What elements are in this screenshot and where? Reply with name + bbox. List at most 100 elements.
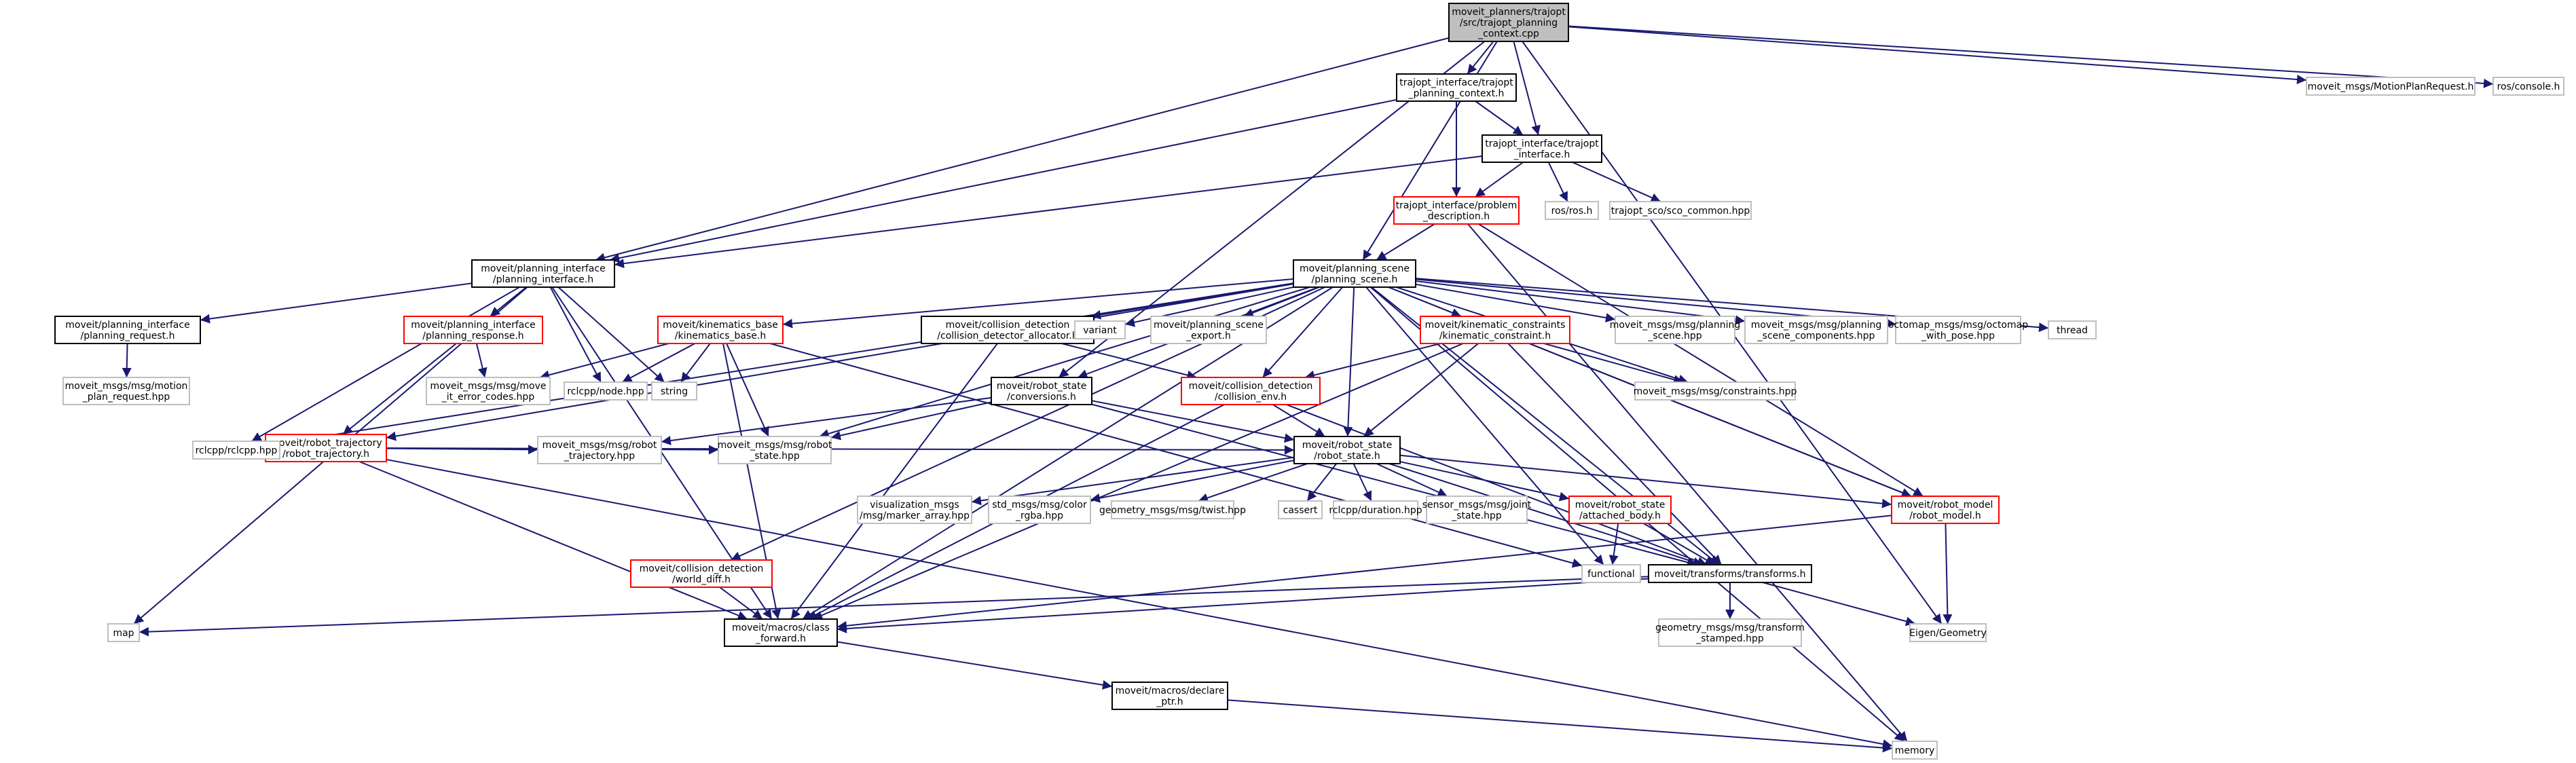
node-label-line: visualization_msgs xyxy=(870,500,959,510)
node-tf[interactable]: moveit/transforms/transforms.h xyxy=(1648,564,1812,583)
node-mps[interactable]: moveit_msgs/msg/planning_scene.hpp xyxy=(1610,316,1741,344)
node-color[interactable]: std_msgs/msg/color_rgba.hpp xyxy=(988,496,1091,524)
edge-rs-to-cassert xyxy=(1306,463,1338,502)
node-label-line: _trajectory.hpp xyxy=(564,451,635,462)
node-rclcpp[interactable]: rclcpp/rclcpp.hpp xyxy=(192,441,280,460)
node-variant[interactable]: variant xyxy=(1074,320,1126,339)
node-mrt[interactable]: moveit_msgs/msg/robot_trajectory.hpp xyxy=(537,436,662,464)
node-box xyxy=(1278,500,1323,519)
edge-pi-to-node xyxy=(549,286,602,383)
node-box xyxy=(1111,682,1228,710)
node-box xyxy=(1181,377,1321,405)
node-rosconsole[interactable]: ros/console.h xyxy=(2492,77,2564,96)
edge-rm-to-cf xyxy=(836,515,1892,631)
node-ce[interactable]: moveit/collision_detection/collision_env… xyxy=(1181,377,1321,405)
node-box xyxy=(1609,201,1752,220)
node-wd[interactable]: moveit/collision_detection/world_diff.h xyxy=(630,559,773,588)
edge-kb-to-node xyxy=(621,343,695,383)
edge-tf-to-map xyxy=(139,576,1649,637)
node-label-line: rclcpp/duration.hpp xyxy=(1329,505,1422,516)
node-ps[interactable]: moveit/planning_scene/planning_scene.h xyxy=(1293,259,1416,288)
node-ti[interactable]: trajopt_interface/trajopt_interface.h xyxy=(1482,134,1602,163)
node-label-line: cassert xyxy=(1283,505,1318,516)
node-rosros[interactable]: ros/ros.h xyxy=(1545,201,1599,220)
node-dur[interactable]: rclcpp/duration.hpp xyxy=(1329,500,1422,519)
node-kc[interactable]: moveit/kinematic_constraints/kinematic_c… xyxy=(1420,316,1570,344)
node-presp[interactable]: moveit/planning_interface/planning_respo… xyxy=(403,316,543,344)
edge-ti-to-rosros xyxy=(1547,162,1568,202)
node-cons[interactable]: moveit_msgs/msg/constraints.hpp xyxy=(1634,382,1797,401)
node-cda[interactable]: moveit/collision_detection/collision_det… xyxy=(921,316,1094,344)
node-rsc[interactable]: moveit/robot_state/conversions.h xyxy=(991,377,1092,405)
node-string[interactable]: string xyxy=(651,382,697,401)
node-oct[interactable]: octomap_msgs/msg/octomap_with_pose.hpp xyxy=(1888,316,2028,344)
node-vis[interactable]: visualization_msgs/msg/marker_array.hpp xyxy=(857,496,972,524)
node-box xyxy=(471,259,615,288)
node-joint[interactable]: sensor_msgs/msg/joint_state.hpp xyxy=(1422,496,1532,524)
node-label-line: /kinematic_constraint.h xyxy=(1439,331,1551,341)
node-box xyxy=(192,441,280,460)
node-rs[interactable]: moveit/robot_state/robot_state.h xyxy=(1293,436,1401,464)
node-box xyxy=(1895,316,2021,344)
node-label-line: _it_error_codes.hpp xyxy=(441,392,535,403)
node-kb[interactable]: moveit/kinematics_base/kinematics_base.h xyxy=(657,316,784,344)
node-eigen[interactable]: Eigen/Geometry xyxy=(1909,623,1987,642)
node-tpc[interactable]: trajopt_interface/trajopt_planning_conte… xyxy=(1396,73,1517,102)
node-functional[interactable]: functional xyxy=(1581,564,1641,583)
edge-rs-to-tf xyxy=(1388,463,1704,567)
node-node[interactable]: rclcpp/node.hpp xyxy=(564,382,648,401)
node-map[interactable]: map xyxy=(107,623,140,642)
node-sco[interactable]: trajopt_sco/sco_common.hpp xyxy=(1609,201,1752,220)
node-label-line: /msg/marker_array.hpp xyxy=(860,510,970,521)
edge-ps-to-mps xyxy=(1415,283,1616,322)
node-label-line: variant xyxy=(1083,325,1117,336)
node-rt[interactable]: moveit/robot_trajectory/robot_trajectory… xyxy=(265,434,387,462)
edge-ps-to-mrs xyxy=(819,286,1310,439)
node-box xyxy=(1744,316,1888,344)
edge-cda-to-cf xyxy=(790,343,998,620)
node-meec[interactable]: moveit_msgs/msg/move_it_error_codes.hpp xyxy=(426,377,551,405)
node-tfs[interactable]: geometry_msgs/msg/transform_stamped.hpp xyxy=(1655,618,1805,647)
node-box xyxy=(1333,500,1418,519)
node-label-line: moveit/robot_state xyxy=(1302,440,1393,451)
edge-kc-to-cf xyxy=(812,343,1464,620)
node-label-line: moveit/planning_interface xyxy=(411,320,535,331)
node-thread[interactable]: thread xyxy=(2048,320,2097,339)
node-cassert[interactable]: cassert xyxy=(1278,500,1323,519)
edge-rs-to-twist xyxy=(1198,463,1308,503)
node-label-line: moveit_msgs/msg/move xyxy=(430,381,547,392)
node-mpsc[interactable]: moveit_msgs/msg/planning_scene_component… xyxy=(1744,316,1888,344)
edge-pd-to-ps xyxy=(1376,223,1435,261)
node-label-line: trajopt_interface/trajopt xyxy=(1399,77,1513,88)
node-box xyxy=(657,316,784,344)
node-label-line: sensor_msgs/msg/joint xyxy=(1422,500,1532,510)
node-label-line: moveit_planners/trajopt xyxy=(1452,7,1566,18)
node-label-line: geometry_msgs/msg/transform xyxy=(1655,622,1805,633)
node-box xyxy=(1150,316,1267,344)
node-twist[interactable]: geometry_msgs/msg/twist.hpp xyxy=(1099,500,1246,519)
edge-tpc-to-ti xyxy=(1475,100,1524,136)
node-pi[interactable]: moveit/planning_interface/planning_inter… xyxy=(471,259,615,288)
node-root[interactable]: moveit_planners/trajopt/src/trajopt_plan… xyxy=(1448,3,1569,42)
node-label-line: _stamped.hpp xyxy=(1695,633,1764,644)
node-box xyxy=(724,618,838,647)
node-ab[interactable]: moveit/robot_state/attached_body.h xyxy=(1568,496,1672,524)
node-mmpr[interactable]: moveit_msgs/msg/motion_plan_request.hpp xyxy=(62,377,190,405)
node-label-line: _plan_request.hpp xyxy=(82,392,170,403)
node-preq[interactable]: moveit/planning_interface/planning_reque… xyxy=(54,316,201,344)
node-rm[interactable]: moveit/robot_model/robot_model.h xyxy=(1891,496,2000,524)
edge-pd-to-rm xyxy=(1478,223,1924,497)
node-memory[interactable]: memory xyxy=(1892,741,1938,760)
node-label-line: Eigen/Geometry xyxy=(1909,628,1987,639)
node-pse[interactable]: moveit/planning_scene_export.h xyxy=(1150,316,1267,344)
node-mpr[interactable]: moveit_msgs/MotionPlanRequest.h xyxy=(2306,77,2476,96)
edge-ps-to-kb xyxy=(782,278,1294,329)
node-mrs[interactable]: moveit_msgs/msg/robot_state.hpp xyxy=(718,436,832,464)
node-box xyxy=(1615,316,1735,344)
node-dp[interactable]: moveit/macros/declare_ptr.h xyxy=(1111,682,1228,710)
edge-ps-to-rt xyxy=(386,283,1294,441)
node-cf[interactable]: moveit/macros/class_forward.h xyxy=(724,618,838,647)
edge-presp-to-meec xyxy=(475,343,487,378)
node-label-line: moveit/collision_detection xyxy=(640,563,764,574)
node-pd[interactable]: trajopt_interface/problem_description.h xyxy=(1393,196,1520,225)
